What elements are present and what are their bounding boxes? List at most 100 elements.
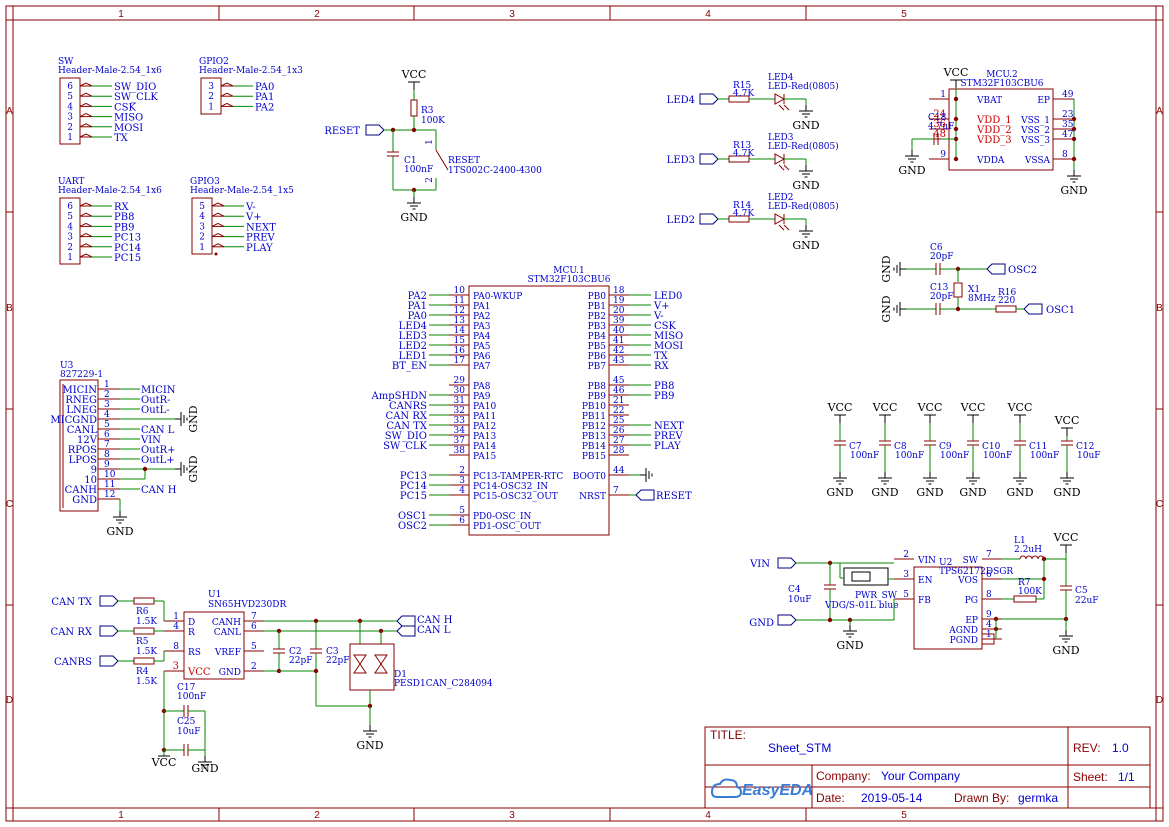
tvs-diode bbox=[353, 654, 367, 665]
net-port bbox=[699, 213, 719, 225]
ic-pin-number: 2 bbox=[251, 662, 257, 672]
ic-pin-name: PGND bbox=[950, 636, 978, 646]
ic-pin-name: D bbox=[188, 618, 195, 628]
ic-pin-name: PA11 bbox=[473, 412, 496, 422]
ic-pin-name: PA10 bbox=[473, 402, 496, 412]
connector-pin-name: 12V bbox=[77, 435, 98, 446]
frame-row-label: B bbox=[1156, 303, 1163, 314]
net-label: CAN RX bbox=[386, 411, 428, 422]
header-body bbox=[59, 77, 81, 145]
ic-pin-number: 29 bbox=[454, 376, 466, 386]
header-net-label: PC13 bbox=[114, 233, 141, 244]
header-pin bbox=[211, 222, 225, 227]
ic-pin-number: 46 bbox=[613, 386, 625, 396]
resistor-value: 100K bbox=[1018, 587, 1042, 597]
net-port bbox=[699, 153, 719, 165]
led-ref: LED4 bbox=[768, 73, 794, 83]
header-pin bbox=[211, 212, 225, 217]
header-net-label: PLAY bbox=[246, 243, 273, 254]
ic-pin-number: 12 bbox=[104, 490, 115, 500]
header-net-label: SW_DIO bbox=[114, 82, 156, 93]
ic-pin-name: PA15 bbox=[473, 452, 496, 462]
crystal-body bbox=[953, 282, 963, 298]
ic-pin-name: EP bbox=[1037, 96, 1050, 106]
frame-row-label: D bbox=[1156, 695, 1163, 706]
switch-body bbox=[843, 567, 889, 586]
cap-value: 4.7uF bbox=[928, 122, 954, 132]
ic-pin-number: 8 bbox=[986, 590, 992, 600]
ic-pin-name: PA13 bbox=[473, 432, 496, 442]
net-label: OSC2 bbox=[398, 521, 427, 532]
ic-pin-number: 25 bbox=[613, 416, 625, 426]
ic-pin-number: 5 bbox=[104, 420, 110, 430]
led-ray bbox=[783, 104, 790, 111]
frame-column-label: 3 bbox=[509, 810, 515, 821]
header-net-label: PB9 bbox=[114, 222, 134, 233]
net-label: SW_DIO bbox=[385, 431, 427, 442]
header-pin-number: 1 bbox=[199, 243, 205, 253]
easyeda-logo bbox=[710, 778, 743, 798]
junction-dot bbox=[313, 668, 319, 674]
net-port bbox=[396, 625, 416, 637]
switch-part: VDG/S-01L blue bbox=[824, 601, 899, 611]
ic-pin-number: 3 bbox=[173, 661, 179, 672]
ic-pin-name: RS bbox=[188, 648, 201, 658]
net-label: GND bbox=[749, 618, 774, 629]
resistor-ref: R5 bbox=[136, 637, 149, 647]
header-pin bbox=[79, 202, 93, 207]
ic-pin-name: CANL bbox=[214, 628, 241, 638]
ic-pin-name: SW bbox=[963, 556, 979, 566]
header-pin bbox=[211, 233, 225, 238]
pin-box bbox=[981, 633, 995, 645]
led-ray bbox=[783, 224, 790, 231]
net-label: LED2 bbox=[399, 341, 427, 352]
ic-ref: MCU.2 bbox=[986, 70, 1017, 80]
header-pin bbox=[211, 243, 225, 248]
net-label: CAN TX bbox=[51, 597, 92, 608]
cap-ref: C17 bbox=[177, 683, 196, 693]
ic-pin-number: 3 bbox=[104, 400, 110, 410]
ic-pin-name: PA7 bbox=[473, 362, 491, 372]
ic-pin-number: 19 bbox=[613, 296, 625, 306]
frame-row-label: B bbox=[6, 303, 13, 314]
ic-pin-number: 6 bbox=[986, 570, 992, 580]
mcu1-body bbox=[468, 285, 610, 536]
frame-row-label: A bbox=[1156, 106, 1163, 117]
header-net-label: PC15 bbox=[114, 253, 141, 264]
led-ray bbox=[778, 224, 785, 231]
rev-value: 1.0 bbox=[1112, 741, 1129, 755]
header-pin bbox=[220, 82, 234, 87]
ic-ref: U3 bbox=[60, 361, 74, 371]
ic-pin-name: PB6 bbox=[588, 352, 607, 362]
u1-body bbox=[183, 611, 245, 680]
led-part: LED-Red(0805) bbox=[768, 141, 839, 152]
net-label: RESET bbox=[324, 126, 360, 137]
header-pin bbox=[79, 113, 93, 118]
junction-dot bbox=[827, 617, 833, 623]
cap-ref: C8 bbox=[894, 442, 907, 452]
header-pin bbox=[79, 102, 93, 107]
gnd-label: GND bbox=[1052, 644, 1079, 657]
net-label: TX bbox=[654, 351, 669, 362]
cap-ref: C11 bbox=[1029, 442, 1047, 452]
frame-column-label: 1 bbox=[118, 810, 124, 821]
cap-value: 10uF bbox=[788, 595, 812, 605]
crystal-value: 8MHz bbox=[968, 294, 996, 304]
inductor-ref: L1 bbox=[1014, 536, 1026, 546]
resistor-value: 220 bbox=[998, 296, 1015, 306]
net-label: V- bbox=[653, 311, 664, 322]
led-diode bbox=[774, 93, 786, 105]
cap-value: 100nF bbox=[895, 451, 924, 461]
resistor-ref: R3 bbox=[421, 106, 434, 116]
net-label: RESET bbox=[656, 491, 692, 502]
header-pin-number: 3 bbox=[208, 82, 214, 92]
ic-pin-name: PA12 bbox=[473, 422, 496, 432]
net-label: PB9 bbox=[654, 391, 674, 402]
gnd-label: GND bbox=[880, 255, 893, 282]
ic-pin-number: 4 bbox=[459, 486, 465, 496]
header-part: Header-Male-2.54_1x6 bbox=[58, 186, 162, 196]
header-pin bbox=[79, 212, 93, 217]
vcc-label: VCC bbox=[917, 401, 943, 414]
net-label: OutR- bbox=[141, 395, 171, 406]
net-port bbox=[986, 263, 1006, 275]
